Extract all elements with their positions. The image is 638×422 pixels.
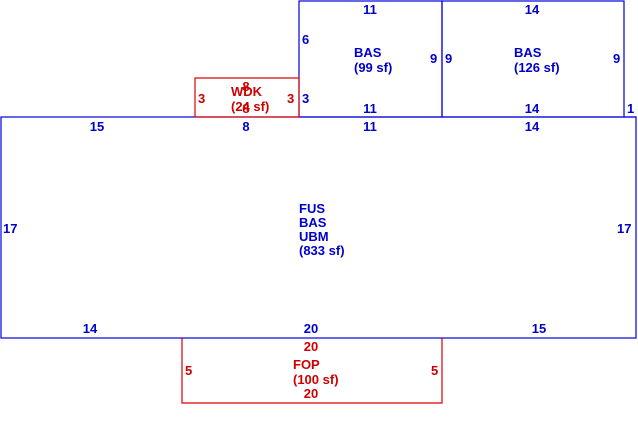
main-left-dim: 17 xyxy=(3,221,17,236)
wdk-left-dim: 3 xyxy=(198,91,205,106)
bas-right-area: (126 sf) xyxy=(514,60,560,75)
bas-right-right-dim: 9 xyxy=(613,51,620,66)
main-bottom-left-dim: 14 xyxy=(83,321,98,336)
fop-code: FOP xyxy=(293,357,320,372)
bas-right-outline xyxy=(441,0,625,118)
wdk-inner-left-dim: 3 xyxy=(302,91,309,106)
bas-left-code: BAS xyxy=(354,45,382,60)
bas-left-bottom-dim: 11 xyxy=(363,101,377,116)
bas-right-code: BAS xyxy=(514,45,542,60)
main-right-dim: 17 xyxy=(617,221,631,236)
main-top-wdk-dim: 8 xyxy=(242,119,249,134)
wdk-area: (24 sf) xyxy=(231,99,269,114)
main-top-mid-dim: 11 xyxy=(363,119,377,134)
wdk-code: WDK xyxy=(231,84,263,99)
bas-right-top-dim: 14 xyxy=(525,2,540,17)
bas-right-left-dim: 9 xyxy=(445,51,452,66)
wdk-top-dim: 8 xyxy=(242,79,249,94)
wdk-outline xyxy=(194,77,300,118)
main-top-right-dim: 14 xyxy=(525,119,540,134)
wdk-right-dim: 3 xyxy=(287,91,294,106)
main-bottom-mid-dim: 20 xyxy=(304,321,318,336)
main-code-bas: BAS xyxy=(299,215,327,230)
bas-left-left-dim: 6 xyxy=(302,32,309,47)
bas-right-bottom-dim: 14 xyxy=(525,101,540,116)
fop-left-dim: 5 xyxy=(185,363,192,378)
bas-left-top-dim: 11 xyxy=(363,2,377,17)
main-area-sf: (833 sf) xyxy=(299,243,345,258)
fop-bottom-dim: 20 xyxy=(304,386,318,401)
fop-right-dim: 5 xyxy=(431,363,438,378)
main-bottom-right-dim: 15 xyxy=(532,321,546,336)
bas-right-step-dim: 1 xyxy=(627,101,634,116)
bas-left-area: (99 sf) xyxy=(354,60,392,75)
main-code-fus: FUS xyxy=(299,201,325,216)
main-code-ubm: UBM xyxy=(299,229,329,244)
wdk-bottom-dim: 8 xyxy=(242,101,249,116)
fop-outline xyxy=(181,338,443,404)
fop-top-dim: 20 xyxy=(304,339,318,354)
bas-left-right-dim: 9 xyxy=(430,51,437,66)
main-top-left-dim: 15 xyxy=(90,119,104,134)
fop-area: (100 sf) xyxy=(293,372,339,387)
